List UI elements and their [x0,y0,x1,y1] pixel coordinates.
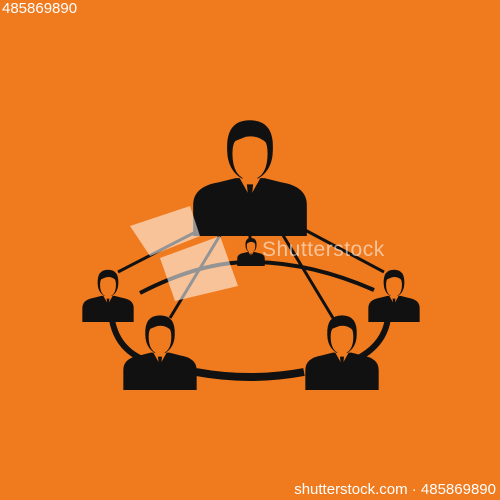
watermark-logo [130,206,238,301]
stock-id-top: 485869890 [2,0,78,17]
right-person-icon [368,269,420,322]
watermark-brand: Shutterstock [262,238,385,261]
stock-id-bottom: shutterstock.com · 485869890 [294,481,496,498]
